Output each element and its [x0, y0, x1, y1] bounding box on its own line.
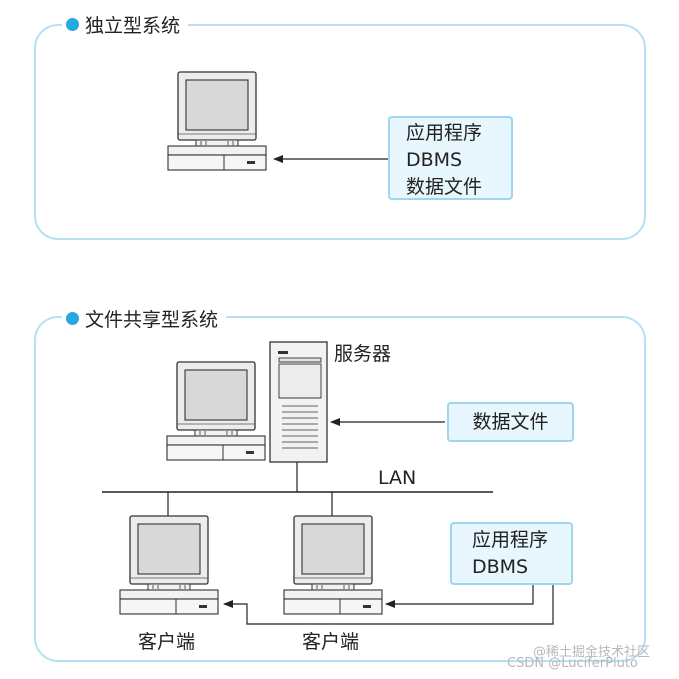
callout-app-text: 应用程序: [406, 122, 483, 144]
app-callout-app-text: 应用程序: [472, 529, 549, 551]
standalone-panel: [34, 24, 646, 240]
callout-datafile-text: 数据文件: [406, 176, 483, 198]
shared-title: 文件共享型系统: [62, 305, 227, 332]
app-callout-dbms-text: DBMS: [472, 556, 529, 578]
client2-app-arrow: [385, 585, 534, 608]
standalone-callout: 应用程序 DBMS 数据文件: [388, 116, 513, 200]
bullet-dot-icon: [66, 312, 79, 325]
datafile-callout: 数据文件: [447, 402, 574, 442]
lan-label: LAN: [378, 467, 417, 489]
callout-dbms-text: DBMS: [406, 149, 463, 171]
server-label: 服务器: [334, 343, 392, 365]
standalone-title-text: 独立型系统: [85, 15, 181, 37]
app-dbms-callout: 应用程序 DBMS: [450, 522, 573, 585]
client1-app-arrow: [223, 585, 554, 625]
server-tower-icon: [269, 341, 328, 463]
client2-computer-icon: [283, 515, 383, 615]
client2-label: 客户端: [302, 631, 360, 653]
datafile-callout-text: 数据文件: [472, 410, 549, 433]
client1-computer-icon: [119, 515, 219, 615]
server-console-icon: [166, 361, 266, 461]
client1-label: 客户端: [138, 631, 196, 653]
bullet-dot-icon: [66, 18, 79, 31]
watermark-line1: @稀土掘金技术社区: [533, 645, 651, 660]
standalone-title: 独立型系统: [62, 11, 189, 38]
standalone-computer-icon: [167, 71, 267, 171]
watermark-line2: CSDN @LuciferPluto: [507, 656, 638, 671]
shared-title-text: 文件共享型系统: [85, 309, 219, 331]
